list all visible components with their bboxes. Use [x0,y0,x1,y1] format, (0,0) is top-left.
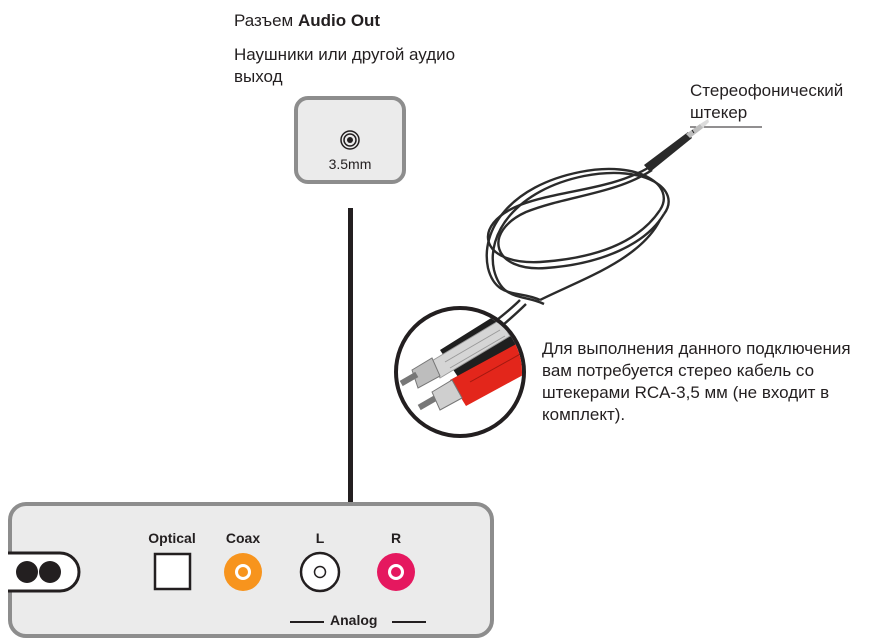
headphone-jack-icon [340,130,360,150]
coax-port-icon [224,553,262,591]
connector-title-prefix: Разъем [234,11,298,30]
analog-bracket-left [290,621,324,623]
stereo-plug-icon [644,119,709,172]
port-label-coax: Coax [225,530,261,546]
port-label-right: R [390,530,402,546]
analog-right-port-icon [377,553,415,591]
audio-out-jack-box: 3.5mm [294,96,406,184]
analog-left-port-icon [299,551,341,593]
rca-plugs-icon [394,306,526,438]
cable-requirement-note: Для выполнения данного подключения вам п… [542,339,851,424]
jack-size-label: 3.5mm [328,156,372,172]
connector-subtitle: Наушники или другой аудио выход [234,45,456,86]
analog-group-label: Analog [330,612,378,628]
optical-port-icon [153,552,192,591]
power-socket-icon [8,551,81,593]
connector-title: Разъем Audio Out [234,10,380,32]
stereo-plug-label: Стереофонический штекер [690,81,844,122]
port-label-left: L [315,530,325,546]
connection-line [348,208,353,508]
analog-bracket-right [392,621,426,623]
port-label-optical: Optical [148,530,196,546]
connector-title-name: Audio Out [297,11,381,30]
